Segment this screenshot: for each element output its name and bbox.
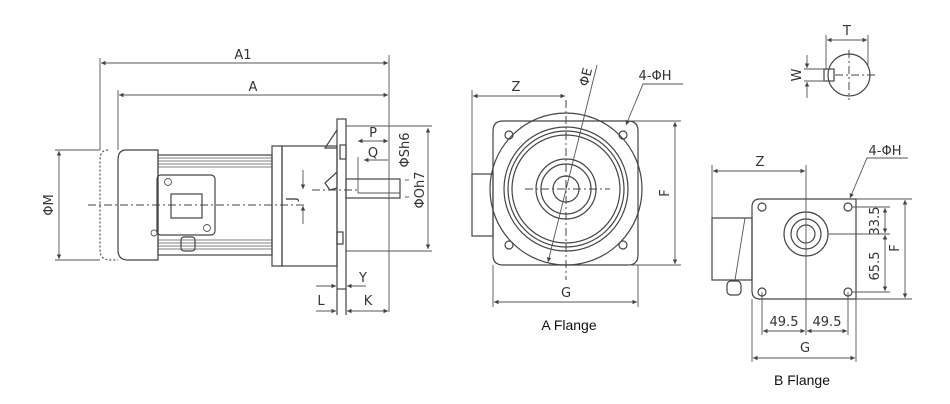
dim-g-label: G xyxy=(561,286,571,301)
dim-m-label: ΦM xyxy=(42,194,57,215)
motor-fins xyxy=(157,154,273,256)
gearbox-ring xyxy=(271,145,283,267)
mount-hole xyxy=(504,130,514,140)
dim-z-label: Z xyxy=(756,155,765,170)
b-flange-view: Z 4-ΦH 33.5 65.5 F 49.5 49.5 G B Flange xyxy=(711,144,912,388)
mount-hole xyxy=(757,202,767,212)
dim-j-label: J xyxy=(285,197,300,202)
dim-o-label: ΦOh7 xyxy=(413,172,428,209)
mount-hole xyxy=(843,202,853,212)
output-shaft xyxy=(345,178,401,199)
dim-h-label: 4-ΦH xyxy=(639,69,672,84)
side-view: A1 A xyxy=(42,48,432,315)
shaft-key-detail: T W xyxy=(790,24,875,100)
dim-f-label: F xyxy=(888,244,903,251)
dim-33-5-label: 33.5 xyxy=(868,207,883,236)
dim-g-label: G xyxy=(800,341,810,356)
b-flange-caption: B Flange xyxy=(774,372,830,388)
dim-49-5-right-label: 49.5 xyxy=(813,315,842,330)
a-flange-caption: A Flange xyxy=(541,317,596,333)
dim-q-label: Q xyxy=(368,146,378,161)
mount-hole xyxy=(504,240,514,250)
key xyxy=(823,68,835,82)
dim-h-label: 4-ΦH xyxy=(869,144,902,159)
dim-t-label: T xyxy=(842,24,851,39)
dim-49-5-left-label: 49.5 xyxy=(770,315,799,330)
dim-e-label: ΦE xyxy=(577,66,596,88)
dim-z-label: Z xyxy=(512,80,521,95)
dim-a1-label: A1 xyxy=(234,48,251,63)
dim-65-5-label: 65.5 xyxy=(868,252,883,281)
a-flange-view: Z ΦE 4-ΦH F G A Flange xyxy=(471,64,683,333)
cable-gland xyxy=(726,280,742,296)
dim-w-label: W xyxy=(790,68,805,81)
mount-hole xyxy=(618,240,628,250)
dim-l-label: L xyxy=(317,294,325,309)
flange-square xyxy=(751,198,857,300)
dim-y-label: Y xyxy=(358,271,367,286)
dim-f-label: F xyxy=(658,189,673,196)
terminal-box xyxy=(711,217,753,281)
mount-hole xyxy=(618,130,628,140)
gearbox-body xyxy=(281,145,338,267)
dim-p-label: P xyxy=(369,126,377,141)
fan-cover-outline xyxy=(99,149,118,261)
dim-a-label: A xyxy=(249,80,258,95)
motor-end-cap xyxy=(117,149,159,261)
dim-s-label: ΦSh6 xyxy=(398,133,413,168)
cable-gland xyxy=(180,236,196,252)
terminal-box-cover xyxy=(170,193,203,219)
dim-k-label: K xyxy=(364,294,373,309)
output-flange xyxy=(336,118,347,290)
